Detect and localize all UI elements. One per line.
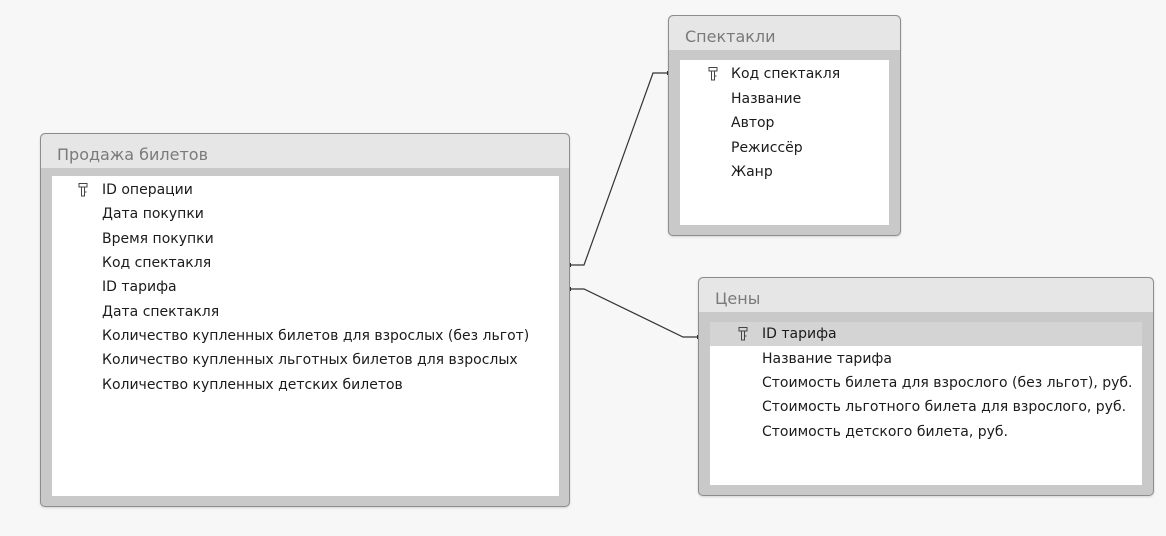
key-icon xyxy=(738,327,748,341)
field-row[interactable]: Время покупки xyxy=(52,227,559,251)
field-label: Код спектакля xyxy=(731,66,841,82)
field-label: Название xyxy=(731,91,802,107)
field-row[interactable]: ID операции xyxy=(52,178,559,202)
table-shows[interactable]: Спектакли Код спектакля Название Автор Р… xyxy=(668,15,901,236)
field-label: Количество купленных льготных билетов дл… xyxy=(102,352,518,368)
field-list: Код спектакля Название Автор Режиссёр Жа… xyxy=(680,60,889,225)
field-list: ID тарифа Название тарифа Стоимость биле… xyxy=(710,322,1142,485)
relation-line-prices[interactable] xyxy=(569,288,699,338)
field-row[interactable]: ID тарифа xyxy=(710,322,1142,346)
field-row[interactable]: Стоимость билета для взрослого (без льго… xyxy=(710,371,1142,395)
field-label: ID операции xyxy=(102,182,193,198)
field-label: Количество купленных билетов для взрослы… xyxy=(102,328,530,344)
field-label: Стоимость билета для взрослого (без льго… xyxy=(762,375,1133,391)
table-title[interactable]: Цены xyxy=(699,278,1153,312)
table-title[interactable]: Спектакли xyxy=(669,16,900,50)
relation-line-shows[interactable] xyxy=(569,72,669,266)
field-row[interactable]: Количество купленных льготных билетов дл… xyxy=(52,348,559,372)
table-sales[interactable]: Продажа билетов ID операции Дата покупки… xyxy=(40,133,570,507)
field-row[interactable]: Количество купленных билетов для взрослы… xyxy=(52,324,559,348)
key-icon xyxy=(78,183,88,197)
table-title[interactable]: Продажа билетов xyxy=(41,134,569,168)
field-row[interactable]: Стоимость льготного билета для взрослого… xyxy=(710,395,1142,419)
field-label: ID тарифа xyxy=(102,279,177,295)
field-label: Жанр xyxy=(731,164,773,180)
field-label: Код спектакля xyxy=(102,255,212,271)
field-label: Количество купленных детских билетов xyxy=(102,377,403,393)
field-row[interactable]: Код спектакля xyxy=(52,251,559,275)
field-label: Название тарифа xyxy=(762,351,892,367)
field-label: Дата спектакля xyxy=(102,304,220,320)
field-label: Стоимость льготного билета для взрослого… xyxy=(762,399,1127,415)
field-row[interactable]: Режиссёр xyxy=(680,136,889,160)
field-label: Время покупки xyxy=(102,231,214,247)
field-label: Дата покупки xyxy=(102,206,204,222)
field-row[interactable]: Название xyxy=(680,87,889,111)
field-row[interactable]: Дата покупки xyxy=(52,202,559,226)
field-row[interactable]: Дата спектакля xyxy=(52,300,559,324)
field-row[interactable]: Стоимость детского билета, руб. xyxy=(710,420,1142,444)
key-icon xyxy=(708,67,718,81)
field-row[interactable]: Жанр xyxy=(680,160,889,184)
field-row[interactable]: Количество купленных детских билетов xyxy=(52,373,559,397)
field-row[interactable]: Код спектакля xyxy=(680,62,889,86)
field-row[interactable]: Автор xyxy=(680,111,889,135)
field-label: Автор xyxy=(731,115,775,131)
field-label: Стоимость детского билета, руб. xyxy=(762,424,1008,440)
field-label: ID тарифа xyxy=(762,326,837,342)
table-prices[interactable]: Цены ID тарифа Название тарифа Стоимость… xyxy=(698,277,1154,496)
field-row[interactable]: Название тарифа xyxy=(710,347,1142,371)
field-list: ID операции Дата покупки Время покупки К… xyxy=(52,176,559,496)
field-label: Режиссёр xyxy=(731,140,803,156)
field-row[interactable]: ID тарифа xyxy=(52,275,559,299)
